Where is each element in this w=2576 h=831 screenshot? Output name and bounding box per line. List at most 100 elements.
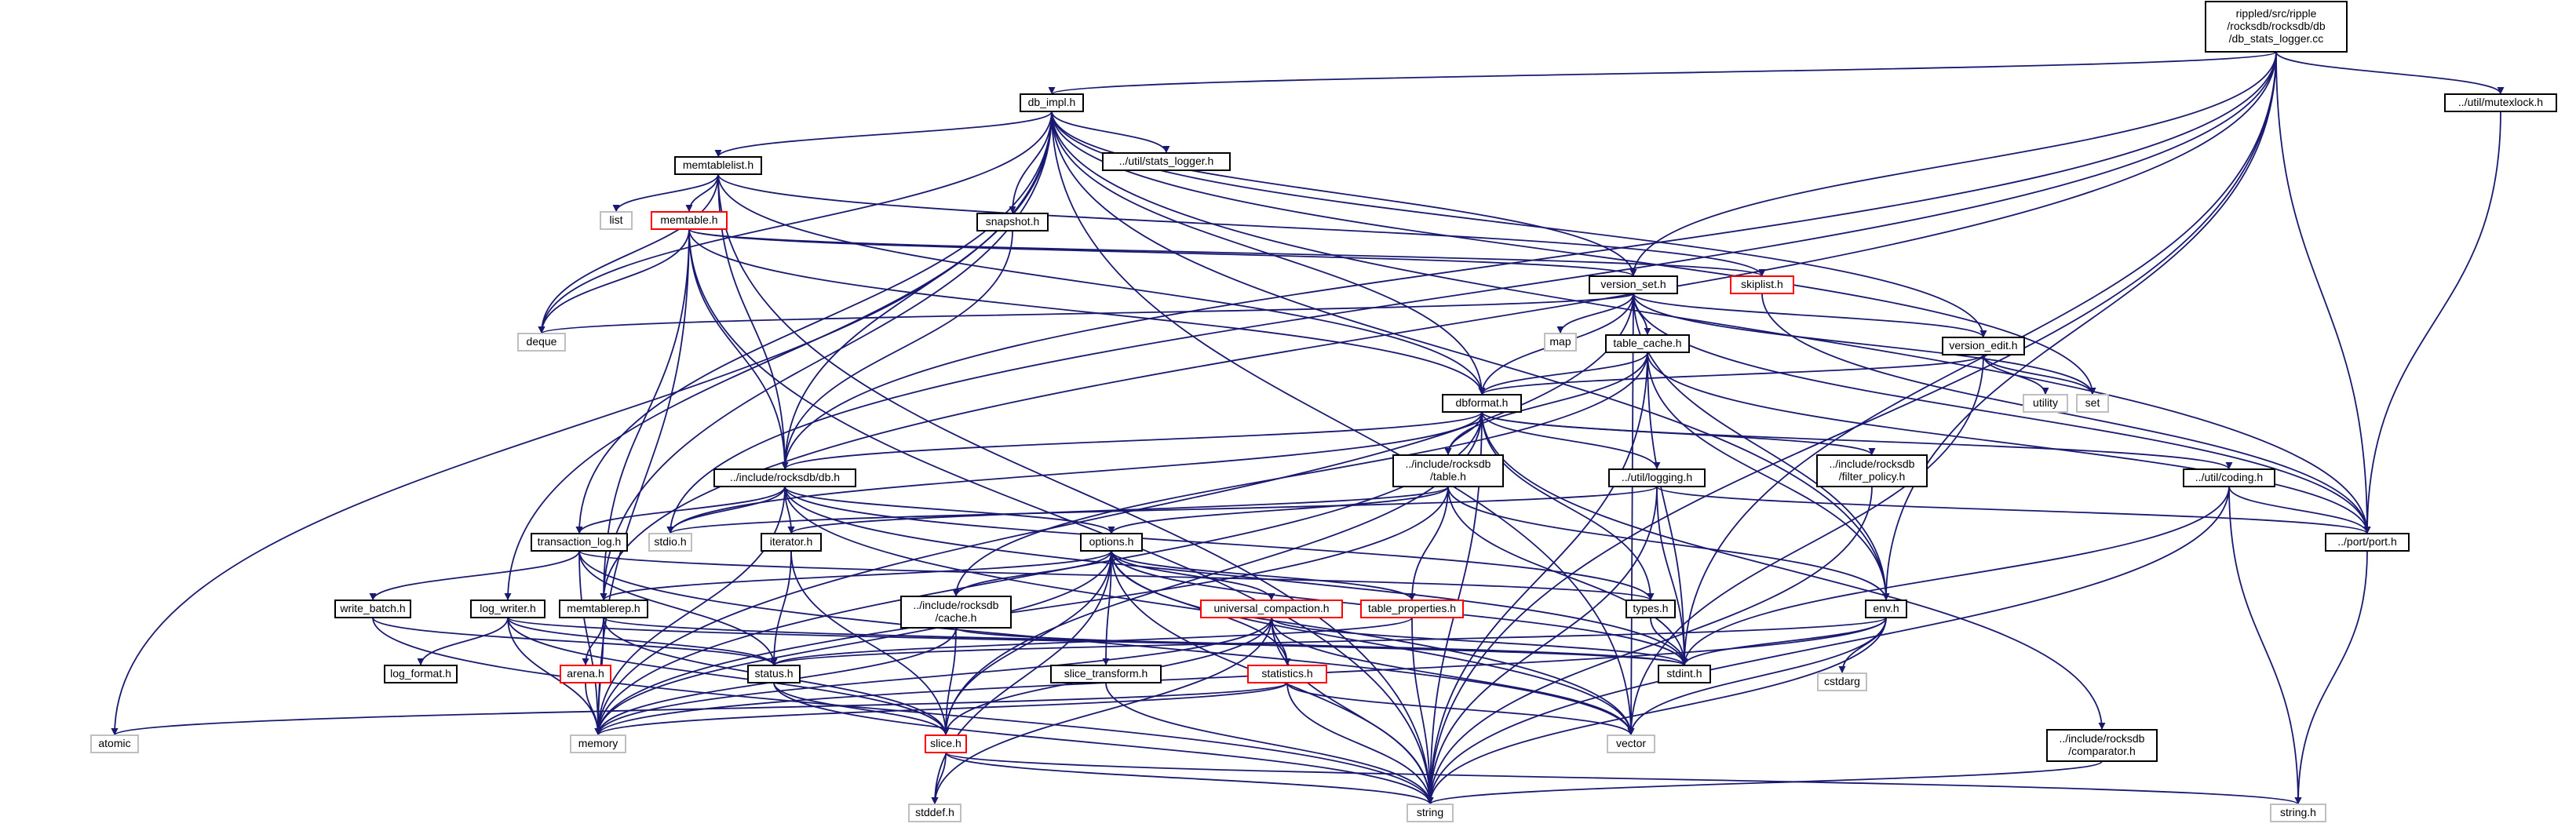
edge-db_impl-to-version_set	[1051, 111, 1637, 277]
node-port[interactable]: ../port/port.h	[2325, 533, 2410, 552]
node-universal-compaction[interactable]: universal_compaction.h	[1200, 600, 1343, 618]
node-log-format[interactable]: log_format.h	[384, 665, 458, 683]
node-label: types.h	[1633, 602, 1668, 614]
node-box	[976, 213, 1049, 231]
edge-table_cache-to-env	[1647, 352, 1890, 601]
edge-version_set-to-map	[1556, 293, 1634, 334]
edge-db_impl-to-transaction_log	[575, 111, 1053, 534]
edge-coding-to-stdint	[1680, 486, 2230, 666]
node-table-cache[interactable]: table_cache.h	[1605, 334, 1690, 353]
node-log-writer[interactable]: log_writer.h	[470, 600, 545, 618]
node-db-impl[interactable]: db_impl.h	[1020, 93, 1084, 112]
node-rocksdb-comparator[interactable]: ../include/rocksdb/comparator.h	[2046, 729, 2158, 762]
node-box	[1102, 152, 1231, 171]
edge-universal_compaction-to-stdint	[1271, 617, 1688, 666]
node-label: arena.h	[567, 667, 604, 680]
node-write-batch[interactable]: write_batch.h	[334, 600, 411, 618]
node-slice[interactable]: slice.h	[925, 734, 967, 753]
edge-snapshot-to-rocksdb_db	[781, 230, 1013, 470]
node-label: stddef.h	[915, 806, 954, 818]
node-filter-policy[interactable]: ../include/rocksdb/filter_policy.h	[1816, 454, 1928, 487]
edge-memtablelist-to-skiplist	[717, 173, 1766, 277]
node-memtable[interactable]: memtable.h	[651, 211, 728, 230]
edge-db_impl-to-deque	[538, 111, 1053, 334]
edge-memtable-to-memtablerep	[600, 228, 690, 601]
node-label: ../include/rocksdb	[914, 599, 999, 611]
edge-statistics-to-vector	[1286, 682, 1635, 736]
edge-db_impl-to-env	[1051, 111, 1890, 601]
node-label: string	[1417, 806, 1443, 818]
edge-rocksdb_db-to-transaction_log	[575, 486, 786, 534]
edge-rocksdb_table-to-iterator	[787, 486, 1449, 534]
edge-version_set-to-version_edit	[1633, 293, 1987, 338]
node-box	[1626, 600, 1676, 618]
node-types[interactable]: types.h	[1626, 600, 1676, 618]
node-env[interactable]: env.h	[1865, 600, 1907, 618]
node-label: vector	[1616, 737, 1646, 749]
node-skiplist[interactable]: skiplist.h	[1730, 275, 1794, 294]
node-memtablerep[interactable]: memtablerep.h	[559, 600, 648, 618]
edge-universal_compaction-to-vector	[1271, 617, 1635, 736]
edge-statistics-to-atomic	[111, 682, 1288, 736]
node-coding[interactable]: ../util/coding.h	[2183, 468, 2275, 487]
edge-root-to-string	[1426, 51, 2277, 805]
edge-coding-to-string	[1426, 486, 2230, 805]
node-transaction-log[interactable]: transaction_log.h	[531, 533, 628, 552]
edge-env-to-memory	[594, 617, 1887, 736]
node-snapshot[interactable]: snapshot.h	[976, 213, 1049, 231]
node-dbformat[interactable]: dbformat.h	[1442, 394, 1522, 413]
node-label: ../util/mutexlock.h	[2458, 96, 2543, 108]
edge-memtablelist-to-dbformat	[717, 173, 1486, 395]
node-stats-logger[interactable]: ../util/stats_logger.h	[1102, 152, 1231, 171]
edge-slice-to-stddef	[931, 752, 947, 805]
node-box	[470, 600, 545, 618]
edge-memtablelist-to-deque	[538, 173, 719, 334]
node-string: string	[1407, 804, 1454, 822]
edge-port-to-string_h	[2294, 550, 2368, 805]
node-table-properties[interactable]: table_properties.h	[1360, 600, 1464, 618]
edge-filter_policy-to-string	[1426, 486, 1873, 805]
edge-db_impl-to-vector	[1051, 111, 1635, 736]
node-statistics[interactable]: statistics.h	[1247, 665, 1327, 683]
node-box	[1608, 468, 1706, 487]
node-label: slice.h	[930, 737, 961, 749]
edge-options-to-slice_transform	[1102, 550, 1112, 666]
edge-rocksdb_db-to-options	[784, 486, 1115, 534]
edge-version_set-to-vector	[1627, 293, 1635, 736]
edge-db_impl-to-log_writer	[504, 111, 1053, 601]
node-mutexlock[interactable]: ../util/mutexlock.h	[2444, 93, 2557, 112]
node-label: /comparator.h	[2068, 745, 2136, 757]
edge-universal_compaction-to-stddef	[931, 617, 1272, 805]
node-box	[1942, 337, 2025, 355]
node-iterator[interactable]: iterator.h	[761, 533, 822, 552]
edge-dbformat-to-logging	[1481, 411, 1661, 470]
node-arena[interactable]: arena.h	[560, 665, 611, 683]
edge-table_cache-to-stdint	[1647, 352, 1688, 666]
edge-memtablelist-to-memtable	[685, 173, 719, 213]
node-version-set[interactable]: version_set.h	[1589, 275, 1678, 294]
node-box	[648, 533, 692, 552]
edge-rocksdb_table-to-env	[1447, 486, 1890, 601]
node-stdint[interactable]: stdint.h	[1658, 665, 1711, 683]
edge-version_set-to-deque	[538, 293, 1634, 334]
node-label: log_writer.h	[480, 602, 536, 614]
node-memtablelist[interactable]: memtablelist.h	[674, 156, 762, 175]
node-rocksdb-cache[interactable]: ../include/rocksdb/cache.h	[900, 596, 1012, 629]
node-logging[interactable]: ../util/logging.h	[1608, 468, 1706, 487]
node-slice-transform[interactable]: slice_transform.h	[1050, 665, 1162, 683]
node-root[interactable]: rippled/src/ripple/rocksdb/rocksdb/db/db…	[2205, 1, 2348, 53]
node-version-edit[interactable]: version_edit.h	[1942, 337, 2025, 355]
edge-log_writer-to-status	[507, 617, 778, 666]
node-rocksdb-db[interactable]: ../include/rocksdb/db.h	[713, 468, 856, 487]
node-box	[1730, 275, 1794, 294]
node-rocksdb-table[interactable]: ../include/rocksdb/table.h	[1392, 454, 1504, 487]
edge-transaction_log-to-vector	[578, 550, 1635, 736]
edge-log_writer-to-slice	[507, 617, 950, 736]
node-box	[747, 665, 801, 683]
node-label: cstdarg	[1824, 675, 1860, 687]
node-status[interactable]: status.h	[747, 665, 801, 683]
edge-db_impl-to-memtablelist	[714, 111, 1053, 158]
node-options[interactable]: options.h	[1080, 533, 1143, 552]
node-label: version_set.h	[1600, 278, 1666, 290]
